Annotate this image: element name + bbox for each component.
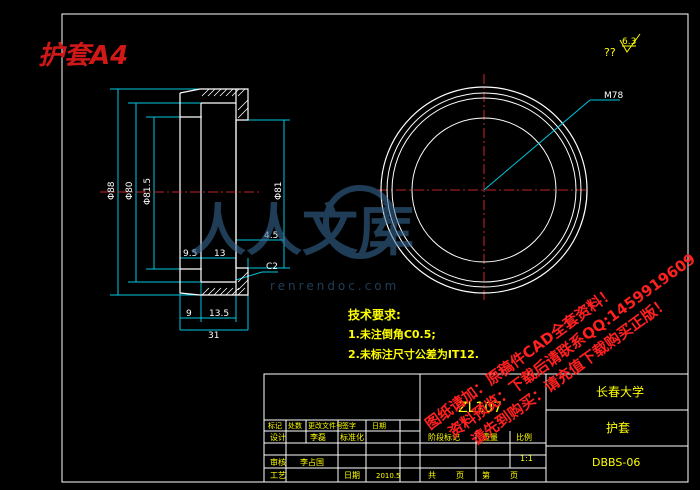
svg-text:重量: 重量 (482, 432, 498, 442)
roughness-symbol: ?? 6.3 (604, 33, 641, 59)
svg-text:renrendoc.com: renrendoc.com (270, 279, 399, 293)
brand-watermark: 人人文库 renrendoc.com (190, 185, 414, 293)
svg-text:13: 13 (214, 249, 225, 259)
section-view: Φ88 Φ80 Φ81.5 Φ81 4.5 9.5 13 9 13.5 31 C… (100, 88, 290, 341)
svg-text:Φ88: Φ88 (107, 181, 117, 200)
svg-text:??: ?? (604, 46, 616, 59)
tech-requirements: 技术要求: 1.未注倒角C0.5; 2.未标注尺寸公差为IT12. (348, 307, 479, 361)
svg-text:签字: 签字 (342, 421, 356, 430)
svg-text:页: 页 (456, 471, 464, 480)
svg-text:第: 第 (482, 470, 490, 480)
svg-text:处数: 处数 (288, 421, 302, 430)
svg-text:31: 31 (208, 331, 219, 341)
svg-text:技术要求:: 技术要求: (348, 307, 401, 322)
svg-text:审核: 审核 (270, 457, 286, 467)
svg-text:人人文库: 人人文库 (190, 199, 414, 264)
svg-text:长春大学: 长春大学 (596, 384, 644, 399)
svg-text:DBBS-06: DBBS-06 (592, 456, 640, 469)
svg-text:C2: C2 (266, 262, 278, 272)
svg-text:1:1: 1:1 (520, 454, 533, 463)
svg-text:共: 共 (428, 471, 436, 480)
svg-text:李占国: 李占国 (300, 457, 324, 467)
svg-text:Φ80: Φ80 (125, 181, 135, 200)
svg-text:日期: 日期 (344, 471, 360, 480)
svg-text:比例: 比例 (516, 432, 532, 442)
svg-text:Φ81: Φ81 (274, 181, 284, 200)
svg-text:页: 页 (510, 471, 518, 480)
svg-text:1.未注倒角C0.5;: 1.未注倒角C0.5; (348, 327, 436, 341)
svg-text:标记: 标记 (268, 421, 282, 430)
svg-text:日期: 日期 (372, 422, 386, 430)
svg-text:2010.5: 2010.5 (376, 472, 401, 480)
svg-text:工艺: 工艺 (270, 471, 286, 480)
svg-text:2.未标注尺寸公差为IT12.: 2.未标注尺寸公差为IT12. (348, 347, 479, 361)
svg-text:李磊: 李磊 (310, 432, 326, 442)
svg-text:标准化: 标准化 (340, 432, 364, 442)
svg-text:6.3: 6.3 (622, 37, 636, 47)
svg-text:13.5: 13.5 (209, 309, 229, 319)
svg-text:M78: M78 (604, 91, 623, 101)
svg-text:资料预览：下载后请联系QQ:1459919609: 资料预览：下载后请联系QQ:1459919609 (445, 250, 699, 441)
svg-text:阶段标记: 阶段标记 (428, 432, 460, 442)
svg-text:设计: 设计 (270, 432, 286, 442)
svg-text:更改文件号: 更改文件号 (308, 421, 343, 430)
svg-text:护套: 护套 (606, 421, 630, 435)
svg-text:ZL107: ZL107 (458, 400, 502, 416)
end-view: M78 (378, 74, 623, 300)
svg-text:4.5: 4.5 (264, 231, 278, 241)
svg-text:Φ81.5: Φ81.5 (143, 178, 153, 205)
title-mark: 护套A4 (38, 41, 128, 71)
svg-text:9.5: 9.5 (183, 249, 197, 259)
svg-text:9: 9 (186, 309, 192, 319)
title-block: ZL107 长春大学 护套 DBBS-06 标记 处数 更改文件号 签字 日期 … (263, 373, 689, 483)
